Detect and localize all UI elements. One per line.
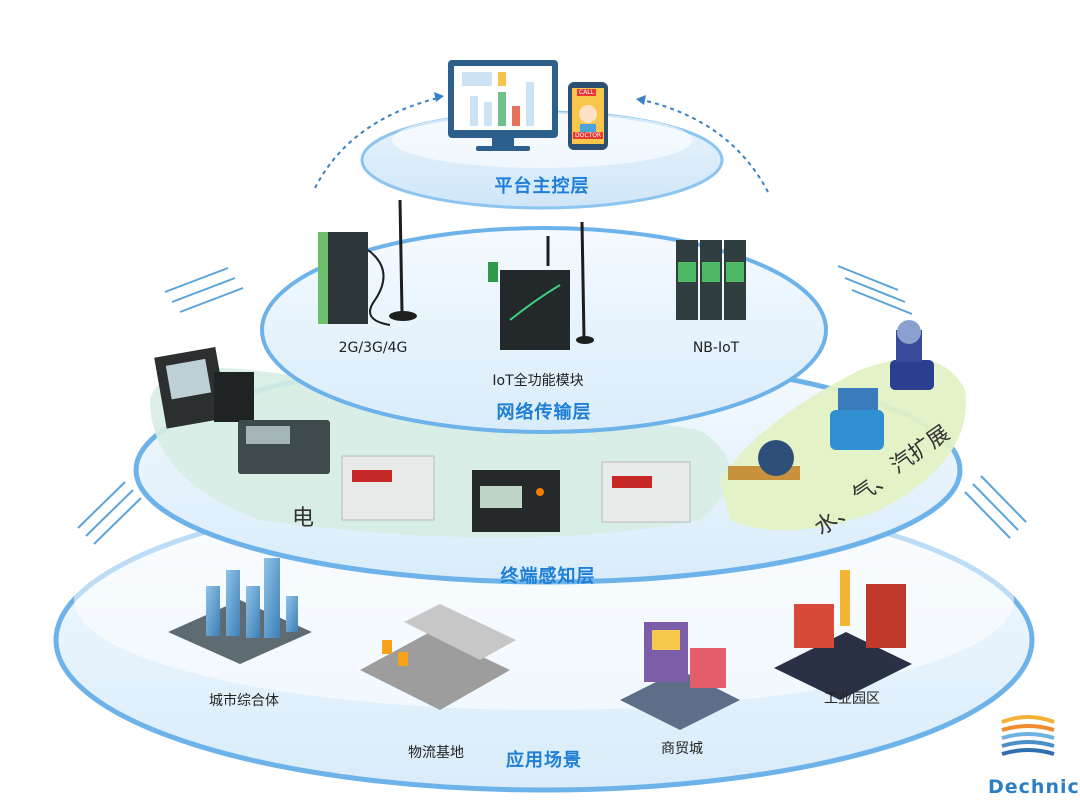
arrowhead-left xyxy=(434,92,444,102)
electric-zone xyxy=(150,368,730,538)
brand-name: Dechnic xyxy=(988,776,1080,798)
flow-meter-icon xyxy=(890,320,934,390)
network-layer-title: 网络传输层 xyxy=(496,402,592,423)
nb-iot-module-icon xyxy=(676,240,746,320)
din-rail-meter-icon xyxy=(238,420,330,474)
network-device-label-nb-iot: NB-IoT xyxy=(692,340,740,356)
gas-meter-icon xyxy=(830,388,884,450)
double-arrow-icon xyxy=(77,265,1027,545)
platform-layer-title: 平台主控层 xyxy=(494,176,590,197)
scenario-label-city: 城市综合体 xyxy=(209,693,279,709)
scenario-label-trade: 商贸城 xyxy=(661,741,703,757)
logistics-base-icon xyxy=(360,604,516,710)
panel-meter-icon xyxy=(154,346,254,429)
monitor-icon xyxy=(448,60,558,151)
application-layer-title: 应用场景 xyxy=(506,750,582,771)
smart-breaker-icon xyxy=(601,461,691,523)
iot-module-icon xyxy=(488,221,594,350)
multi-function-meter-icon xyxy=(472,470,560,532)
dashed-arrow-right xyxy=(641,99,769,193)
scenario-label-logistics: 物流基地 xyxy=(408,745,464,761)
water-meter-icon xyxy=(728,440,800,480)
trade-city-icon xyxy=(620,622,740,730)
phone-call-badge: CALL xyxy=(577,89,596,96)
protection-relay-icon xyxy=(341,455,435,521)
network-device-label-iot: IoT全功能模块 xyxy=(492,373,584,389)
cellular-gateway-icon xyxy=(318,199,417,326)
network-device-label-cellular: 2G/3G/4G xyxy=(338,340,408,356)
dashed-arrow-left xyxy=(314,97,439,189)
terminal-layer-title: 终端感知层 xyxy=(500,566,596,587)
arrowhead-right xyxy=(636,95,646,105)
dechnic-logo-icon xyxy=(1000,715,1056,768)
industrial-park-icon xyxy=(774,570,912,700)
phone-doctor-badge: DOCTOR xyxy=(573,132,604,139)
terminal-label-electric: 电 xyxy=(292,506,315,531)
city-complex-icon xyxy=(168,558,312,664)
scenario-label-industrial: 工业园区 xyxy=(824,691,880,707)
